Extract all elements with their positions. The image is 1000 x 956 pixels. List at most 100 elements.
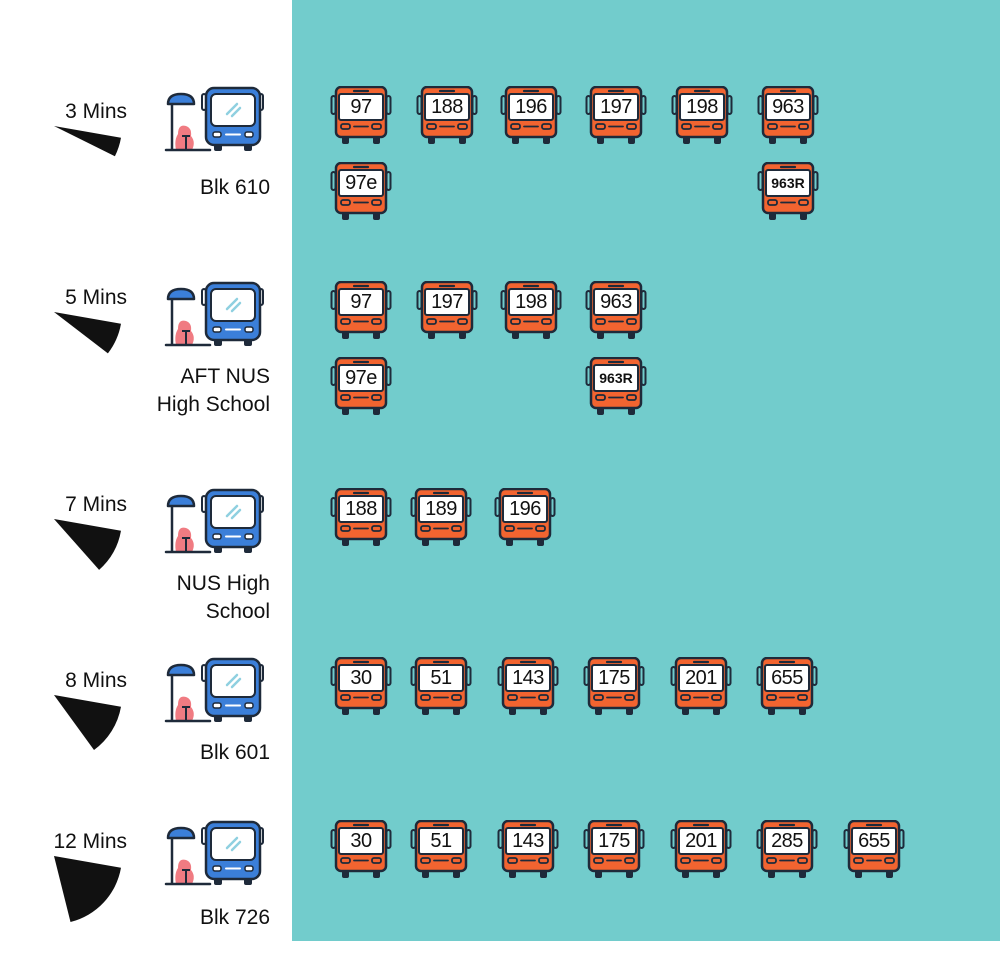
bus-service-number: 188: [431, 95, 463, 118]
bus-service-number: 188: [345, 497, 377, 520]
bus-service-number: 30: [350, 666, 372, 689]
bus-service: 175: [583, 657, 645, 717]
bus-service-number: 963: [600, 290, 632, 313]
bus-icon: [756, 657, 818, 715]
bus-service-number: 963R: [771, 175, 805, 191]
bus-stop-icon: [164, 86, 264, 152]
bus-icon: [843, 820, 905, 878]
bus-icon: [330, 820, 392, 878]
bus-stop-icon: [164, 488, 264, 554]
walk-time-wedge: [54, 312, 121, 354]
bus-icon: [416, 86, 478, 144]
bus-service: 196: [500, 86, 562, 146]
bus-service: 97: [330, 281, 392, 341]
bus-service: 196: [494, 488, 556, 548]
bus-service: 963R: [585, 357, 647, 417]
bus-service-number: 175: [598, 666, 630, 689]
bus-service-number: 189: [425, 497, 457, 520]
bus-icon: [585, 357, 647, 415]
bus-service: 963: [757, 86, 819, 146]
bus-service: 655: [843, 820, 905, 880]
bus-service-number: 143: [512, 829, 544, 852]
walk-time-wedge: [54, 126, 121, 157]
bus-icon: [585, 281, 647, 339]
bus-service: 201: [670, 820, 732, 880]
bus-stop-icon: [164, 820, 264, 886]
bus-stop-icon: [164, 657, 264, 723]
bus-service-number: 97e: [345, 366, 377, 389]
bus-icon: [330, 162, 392, 220]
bus-icon: [670, 657, 732, 715]
bus-service-number: 197: [600, 95, 632, 118]
bus-service: 188: [416, 86, 478, 146]
bus-icon: [410, 820, 472, 878]
walk-time-label: 12 Mins: [53, 830, 127, 853]
bus-service-number: 51: [430, 829, 452, 852]
bus-service: 97e: [330, 357, 392, 417]
bus-service-number: 198: [515, 290, 547, 313]
bus-service-number: 97e: [345, 171, 377, 194]
bus-service-number: 198: [686, 95, 718, 118]
bus-service-number: 175: [598, 829, 630, 852]
bus-icon: [500, 281, 562, 339]
bus-service-number: 196: [515, 95, 547, 118]
bus-icon: [494, 488, 556, 546]
bus-icon: [330, 488, 392, 546]
stop-name: Blk 610: [199, 176, 270, 199]
bus-service: 51: [410, 657, 472, 717]
bus-icon: [330, 281, 392, 339]
bus-services-panel: [292, 0, 1000, 941]
bus-service: 188: [330, 488, 392, 548]
bus-service-number: 196: [509, 497, 541, 520]
bus-icon: [497, 657, 559, 715]
bus-icon: [500, 86, 562, 144]
bus-icon: [583, 657, 645, 715]
bus-service-number: 30: [350, 829, 372, 852]
bus-icon: [585, 86, 647, 144]
bus-service: 143: [497, 657, 559, 717]
bus-stop-icon: [164, 281, 264, 347]
walk-time-wedge: [54, 856, 121, 922]
bus-icon: [410, 488, 472, 546]
bus-service-number: 97: [350, 95, 372, 118]
bus-icon: [330, 86, 392, 144]
bus-service-number: 201: [685, 666, 717, 689]
bus-icon: [497, 820, 559, 878]
bus-service: 198: [671, 86, 733, 146]
bus-service-number: 197: [431, 290, 463, 313]
bus-service: 285: [756, 820, 818, 880]
bus-service: 97e: [330, 162, 392, 222]
bus-icon: [416, 281, 478, 339]
bus-service: 30: [330, 820, 392, 880]
bus-service: 655: [756, 657, 818, 717]
bus-icon: [671, 86, 733, 144]
bus-service-number: 963R: [599, 370, 633, 386]
walk-time-label: 3 Mins: [65, 100, 127, 123]
bus-service: 189: [410, 488, 472, 548]
bus-icon: [410, 657, 472, 715]
bus-icon: [757, 162, 819, 220]
bus-icon: [756, 820, 818, 878]
walk-time-wedge: [54, 695, 121, 750]
bus-icon: [330, 657, 392, 715]
bus-service: 97: [330, 86, 392, 146]
bus-service-number: 655: [858, 829, 890, 852]
walk-time-label: 5 Mins: [65, 286, 127, 309]
stop-name: Blk 726: [199, 906, 270, 929]
bus-service: 197: [585, 86, 647, 146]
walk-time-wedge: [54, 519, 121, 570]
bus-service: 198: [500, 281, 562, 341]
bus-service: 963R: [757, 162, 819, 222]
bus-icon: [583, 820, 645, 878]
bus-service: 51: [410, 820, 472, 880]
bus-service: 175: [583, 820, 645, 880]
stop-name: Blk 601: [199, 741, 270, 764]
bus-service: 143: [497, 820, 559, 880]
bus-service: 963: [585, 281, 647, 341]
bus-service-number: 285: [771, 829, 803, 852]
walk-time-label: 8 Mins: [65, 669, 127, 692]
bus-service-number: 655: [771, 666, 803, 689]
bus-service-number: 51: [430, 666, 452, 689]
stop-name: NUS High School: [176, 572, 270, 623]
walk-time-label: 7 Mins: [65, 493, 127, 516]
